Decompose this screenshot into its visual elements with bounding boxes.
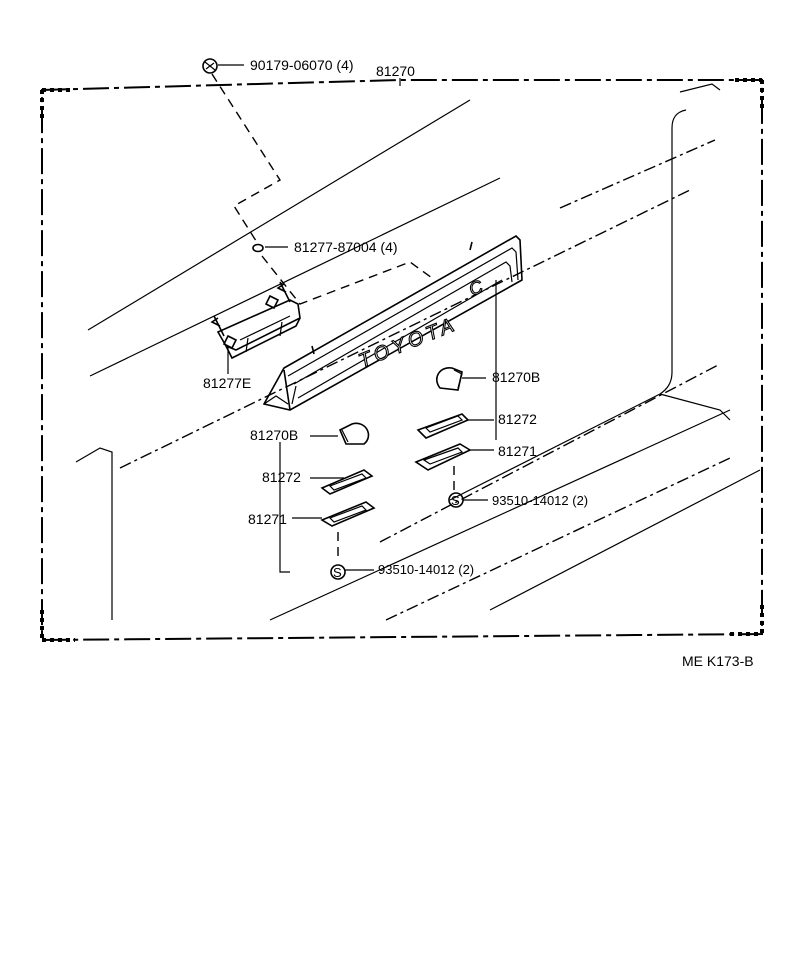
label-housing-left: 81271 xyxy=(248,511,287,527)
bracket: 81277E xyxy=(203,281,301,391)
label-nut-top: 90179-06070 (4) xyxy=(250,57,354,73)
diagram-code: ME K173-B xyxy=(682,653,754,669)
label-bracket: 81277E xyxy=(203,375,251,391)
housing-left: 81271 xyxy=(248,501,376,560)
label-bulb-right: 81270B xyxy=(492,369,540,385)
leader-nut-path xyxy=(211,73,281,245)
lens-right: 81272 xyxy=(416,411,537,439)
screw-left-stamp: S xyxy=(333,565,342,580)
label-housing-right: 81271 xyxy=(498,443,537,459)
washer: 81277-87004 (4) xyxy=(252,239,433,305)
emblem-letter: C xyxy=(466,276,486,300)
screw-right-stamp: S xyxy=(451,493,460,508)
garnish-lamp: TOYOTA C xyxy=(262,235,523,411)
housing-right: 81271 xyxy=(414,443,537,492)
label-washer: 81277-87004 (4) xyxy=(294,239,398,255)
label-screw-left: 93510-14012 (2) xyxy=(378,562,474,577)
label-lens-right: 81272 xyxy=(498,411,537,427)
emblem-text: TOYOTA xyxy=(356,313,461,373)
leader-vertical-left xyxy=(279,442,290,573)
bulb-right: 81270B xyxy=(436,367,540,391)
back-door-panel xyxy=(75,83,761,621)
screw-left: S 93510-14012 (2) xyxy=(330,562,474,580)
label-bulb-left: 81270B xyxy=(250,427,298,443)
label-screw-right: 93510-14012 (2) xyxy=(492,493,588,508)
lens-left: 81272 xyxy=(262,469,374,495)
screw-right: S 93510-14012 (2) xyxy=(448,492,588,508)
label-lens-left: 81272 xyxy=(262,469,301,485)
assembly-frame xyxy=(40,78,764,642)
nut-top: 90179-06070 (4) xyxy=(202,57,354,74)
bulb-left: 81270B xyxy=(250,422,370,445)
assembly-number: 81270 xyxy=(376,63,415,79)
